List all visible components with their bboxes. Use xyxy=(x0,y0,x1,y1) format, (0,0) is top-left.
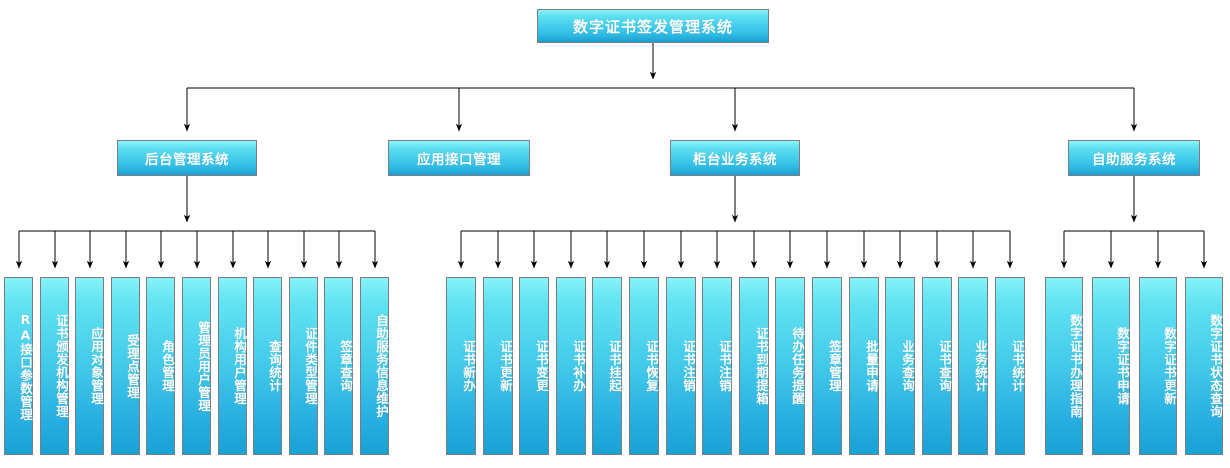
leaf-node-3-2-label: 数字证书更新 xyxy=(1162,327,1177,405)
branch-node-3[interactable]: 自助服务系统 xyxy=(1068,140,1200,176)
leaf-node-2-14-label: 业务统计 xyxy=(973,340,988,392)
leaf-node-3-0-label: 数字证书办理指南 xyxy=(1068,314,1083,418)
leaf-node-2-3-label: 证书补办 xyxy=(571,340,586,392)
leaf-node-3-1-label: 数字证书申请 xyxy=(1115,327,1130,405)
leaf-node-0-2[interactable]: 应用对象管理 xyxy=(75,277,104,455)
leaf-node-2-1-label: 证书更新 xyxy=(498,340,513,392)
leaf-node-2-11[interactable]: 批量申请 xyxy=(849,277,879,455)
leaf-node-2-10[interactable]: 签章管理 xyxy=(812,277,842,455)
leaf-node-0-3[interactable]: 受理点管理 xyxy=(111,277,140,455)
branch-node-1-label: 应用接口管理 xyxy=(417,152,501,168)
leaf-node-0-8-label: 证件类型管理 xyxy=(303,327,318,405)
leaf-node-0-4[interactable]: 角色管理 xyxy=(146,277,175,455)
leaf-node-0-7-label: 查询统计 xyxy=(267,340,282,392)
leaf-node-0-4-label: 角色管理 xyxy=(160,340,175,392)
leaf-node-0-8[interactable]: 证件类型管理 xyxy=(289,277,318,455)
leaf-node-2-7-label: 证书注销 xyxy=(717,340,732,392)
leaf-node-2-10-label: 签章管理 xyxy=(827,340,842,392)
leaf-node-2-15-label: 证书统计 xyxy=(1010,340,1025,392)
leaf-node-2-4-label: 证书挂起 xyxy=(607,340,622,392)
branch-node-0[interactable]: 后台管理系统 xyxy=(117,140,257,176)
leaf-node-2-13[interactable]: 证书查询 xyxy=(922,277,952,455)
leaf-node-0-9-label: 签章查询 xyxy=(338,340,353,392)
leaf-node-2-1[interactable]: 证书更新 xyxy=(483,277,513,455)
leaf-node-0-0[interactable]: RA接口参数管理 xyxy=(4,277,33,455)
branch-node-1[interactable]: 应用接口管理 xyxy=(388,140,530,176)
leaf-node-2-4[interactable]: 证书挂起 xyxy=(592,277,622,455)
leaf-node-0-3-label: 受理点管理 xyxy=(125,333,140,399)
leaf-node-2-6-label: 证书注销 xyxy=(681,340,696,392)
leaf-node-2-12[interactable]: 业务查询 xyxy=(885,277,915,455)
leaf-node-3-3[interactable]: 数字证书状态查询 xyxy=(1185,277,1223,455)
leaf-node-2-0[interactable]: 证书新办 xyxy=(446,277,476,455)
leaf-node-2-14[interactable]: 业务统计 xyxy=(958,277,988,455)
leaf-node-2-5[interactable]: 证书恢复 xyxy=(629,277,659,455)
leaf-node-0-7[interactable]: 查询统计 xyxy=(253,277,282,455)
leaf-node-0-2-label: 应用对象管理 xyxy=(89,327,104,405)
leaf-node-2-0-label: 证书新办 xyxy=(461,340,476,392)
branch-node-2-label: 柜台业务系统 xyxy=(693,152,777,168)
branch-node-0-label: 后台管理系统 xyxy=(145,152,229,168)
leaf-node-2-8-label: 证书到期提箱 xyxy=(754,327,769,405)
leaf-node-3-2[interactable]: 数字证书更新 xyxy=(1139,277,1177,455)
leaf-node-2-8[interactable]: 证书到期提箱 xyxy=(739,277,769,455)
leaf-node-0-10-label: 自助服务信息维护 xyxy=(374,314,389,418)
leaf-node-2-9-label: 待办任务提醒 xyxy=(790,327,805,405)
leaf-node-2-5-label: 证书恢复 xyxy=(644,340,659,392)
leaf-node-2-11-label: 批量申请 xyxy=(864,340,879,392)
leaf-node-0-5[interactable]: 管理员用户管理 xyxy=(182,277,211,455)
root-node-label: 数字证书签发管理系统 xyxy=(572,17,733,36)
leaf-node-0-9[interactable]: 签章查询 xyxy=(324,277,353,455)
leaf-node-2-12-label: 业务查询 xyxy=(900,340,915,392)
leaf-node-0-1-label: 证书颁发机构管理 xyxy=(54,314,69,418)
leaf-node-3-1[interactable]: 数字证书申请 xyxy=(1092,277,1130,455)
leaf-node-0-10[interactable]: 自助服务信息维护 xyxy=(360,277,389,455)
leaf-node-2-6[interactable]: 证书注销 xyxy=(666,277,696,455)
leaf-node-3-0[interactable]: 数字证书办理指南 xyxy=(1045,277,1083,455)
leaf-node-0-5-label: 管理员用户管理 xyxy=(196,320,211,412)
leaf-node-2-7[interactable]: 证书注销 xyxy=(702,277,732,455)
leaf-node-0-0-label: RA接口参数管理 xyxy=(18,311,33,421)
leaf-node-0-1[interactable]: 证书颁发机构管理 xyxy=(40,277,69,455)
leaf-node-2-2[interactable]: 证书变更 xyxy=(519,277,549,455)
leaf-node-2-13-label: 证书查询 xyxy=(937,340,952,392)
leaf-node-2-3[interactable]: 证书补办 xyxy=(556,277,586,455)
branch-node-2[interactable]: 柜台业务系统 xyxy=(670,140,800,176)
branch-node-3-label: 自助服务系统 xyxy=(1092,152,1176,168)
root-node[interactable]: 数字证书签发管理系统 xyxy=(537,9,769,43)
leaf-node-0-6-label: 机构用户管理 xyxy=(232,327,247,405)
leaf-node-0-6[interactable]: 机构用户管理 xyxy=(218,277,247,455)
leaf-node-2-2-label: 证书变更 xyxy=(534,340,549,392)
leaf-node-2-9[interactable]: 待办任务提醒 xyxy=(775,277,805,455)
leaf-node-2-15[interactable]: 证书统计 xyxy=(995,277,1025,455)
leaf-node-3-3-label: 数字证书状态查询 xyxy=(1208,314,1223,418)
